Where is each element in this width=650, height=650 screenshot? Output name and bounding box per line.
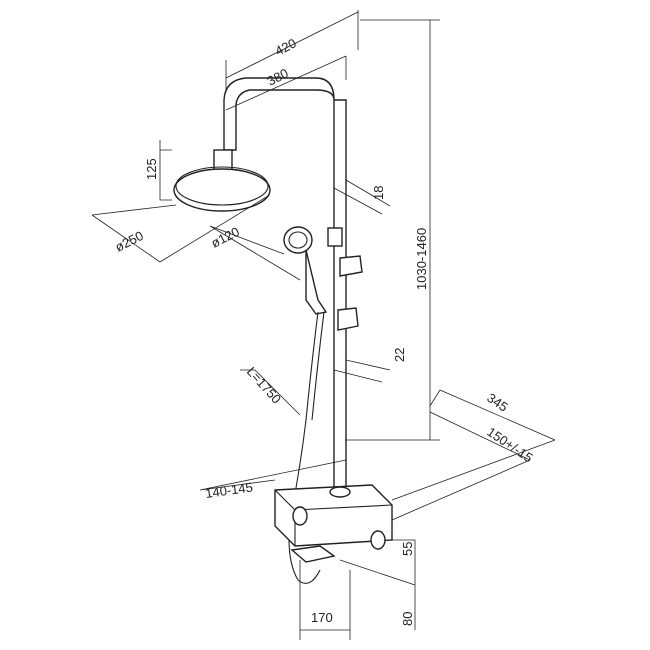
riser-pipe xyxy=(223,77,347,491)
label-170: 170 xyxy=(311,610,333,625)
hand-shower xyxy=(283,226,363,584)
label-22: 22 xyxy=(392,348,407,362)
label-125: 125 xyxy=(144,158,159,180)
rain-shower-head xyxy=(173,149,271,212)
label-head-diameter: ø250 xyxy=(113,228,146,255)
label-total-height: 1030-1460 xyxy=(414,228,429,290)
label-420: 420 xyxy=(273,35,299,58)
label-centers: 140-145 xyxy=(204,479,253,500)
label-hose-length: L=1750 xyxy=(244,364,284,407)
label-80: 80 xyxy=(400,612,415,626)
label-55: 55 xyxy=(400,542,415,556)
label-18: 18 xyxy=(371,186,386,200)
thermostatic-mixer xyxy=(274,484,393,563)
label-offset: 150+/-15 xyxy=(484,424,535,465)
dimension-lines xyxy=(91,10,556,640)
